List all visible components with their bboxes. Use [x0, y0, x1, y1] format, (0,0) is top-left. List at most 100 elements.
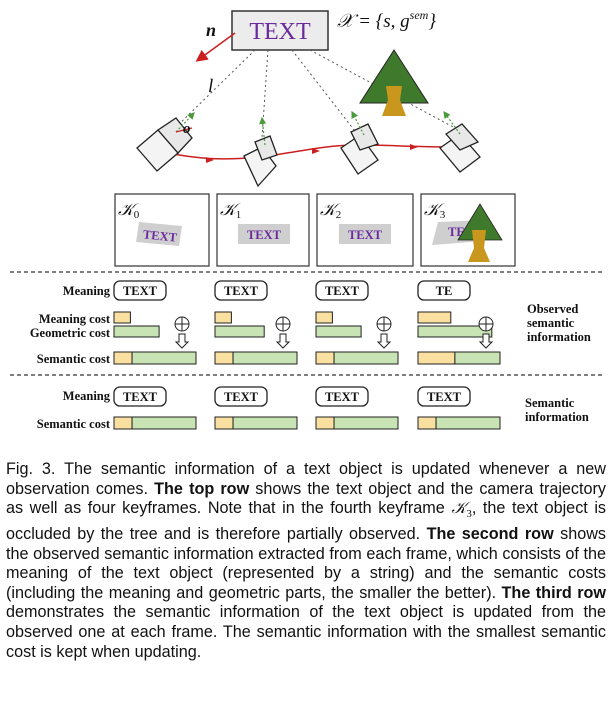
keyframe-label: 𝒦3	[424, 200, 446, 221]
caption-part-4: shows the observed semantic information …	[6, 525, 606, 602]
down-arrow-icon	[275, 333, 291, 349]
text-object-box	[231, 10, 329, 51]
semantic-cost-meaning-part	[315, 351, 335, 365]
text-object-label: TEXT	[249, 19, 311, 45]
keyframe-text: TEXT	[247, 228, 282, 242]
origin-label: o	[183, 121, 191, 137]
caption-bold-second-row: The second row	[426, 525, 554, 544]
caption-bold-third-row: The third row	[501, 583, 606, 602]
meaning-pill	[417, 386, 471, 407]
semantic-column-1: TEXT	[214, 386, 298, 430]
keyframe-0: 𝒦0 TEXT	[114, 193, 210, 267]
camera-icon-0	[136, 112, 195, 172]
semantic-cost-meaning-part	[417, 351, 456, 365]
obs-geometric-cost-label: Geometric cost	[30, 326, 111, 340]
meaning-cost-bar	[214, 311, 232, 324]
meaning-text: TEXT	[123, 284, 158, 298]
state-label: 𝒳 = {s, gsem}	[337, 8, 436, 32]
sight-lines	[174, 49, 456, 139]
observed-column-3: TE	[417, 280, 501, 365]
semantic-cost-geometric-part	[232, 416, 298, 430]
sem-side-label-0: Semantic	[525, 396, 575, 410]
meaning-pill	[113, 280, 167, 301]
keyframe-label: 𝒦1	[220, 200, 241, 221]
observed-columns: TEXT TEXT TEXT TE	[113, 280, 501, 365]
meaning-pill	[214, 386, 268, 407]
camera-icon-2	[340, 110, 379, 175]
semantic-cost-meaning-part	[315, 416, 335, 430]
caption-part-2: shows the text object and the camera tra…	[6, 479, 607, 518]
obs-side-label-0: Observed	[527, 302, 578, 316]
down-arrow-icon	[376, 333, 392, 349]
semantic-cost-geometric-part	[232, 351, 298, 365]
semantic-cost-meaning-part	[113, 416, 133, 430]
line-label: l	[208, 76, 213, 97]
obs-meaning-cost-label: Meaning cost	[39, 312, 111, 326]
obs-meaning-label: Meaning	[63, 284, 111, 298]
figure-caption: Fig. 3. The semantic information of a te…	[6, 460, 606, 662]
meaning-text: TE	[436, 284, 453, 298]
meaning-text: TEXT	[325, 284, 360, 298]
meaning-pill	[315, 386, 369, 407]
text-object: TEXT	[231, 10, 329, 51]
obs-side-label-2: information	[527, 330, 591, 344]
semantic-cost-meaning-part	[214, 351, 234, 365]
semantic-cost-meaning-part	[417, 416, 437, 430]
geometric-cost-bar	[417, 325, 493, 338]
caption-part-3: , the text object is occluded by the tre…	[6, 499, 607, 544]
caption-bold-top-row: The top row	[154, 479, 250, 498]
normal-arrow	[195, 32, 236, 62]
geometric-cost-bar	[214, 325, 265, 338]
observed-column-1: TEXT	[214, 280, 298, 365]
meaning-pill	[113, 386, 167, 407]
down-arrow-icon	[478, 333, 494, 349]
caption-keyframe-symbol: 𝒦3	[451, 499, 472, 521]
meaning-text: TEXT	[123, 390, 158, 404]
meaning-pill	[417, 280, 471, 301]
sem-semantic-cost-label: Semantic cost	[37, 417, 111, 431]
meaning-pill	[214, 280, 268, 301]
normal-label: n	[206, 20, 216, 40]
camera-icon-3	[439, 111, 481, 173]
observed-column-2: TEXT	[315, 280, 399, 365]
camera-icon-1	[243, 116, 278, 188]
figure-graphic: TEXT n 𝒳 = {s, gsem} l o	[10, 8, 605, 431]
obs-side-label-1: semantic	[527, 316, 575, 330]
keyframe-label: 𝒦2	[320, 200, 341, 221]
keyframe-1: 𝒦1 TEXT	[216, 193, 310, 267]
meaning-cost-bar	[417, 311, 452, 324]
sem-meaning-label: Meaning	[63, 389, 111, 403]
obs-semantic-cost-label: Semantic cost	[37, 352, 111, 366]
meaning-text: TEXT	[224, 284, 259, 298]
semantic-cost-meaning-part	[113, 351, 133, 365]
geometric-cost-bar	[113, 325, 160, 338]
meaning-cost-bar	[113, 311, 131, 324]
keyframe-text: TEXT	[142, 227, 178, 245]
sem-side-label-1: information	[525, 410, 589, 424]
semantic-cost-geometric-part	[131, 416, 197, 430]
meaning-cost-bar	[315, 311, 333, 324]
semantic-cost-meaning-part	[214, 416, 234, 430]
caption-part-5: demonstrates the semantic information of…	[6, 603, 606, 661]
semantic-cost-geometric-part	[131, 351, 197, 365]
semantic-cost-geometric-part	[454, 351, 501, 365]
semantic-columns: TEXT TEXT TEXT TEXT	[113, 386, 501, 430]
tree-icon	[359, 49, 429, 116]
observed-column-0: TEXT	[113, 280, 197, 365]
meaning-pill	[315, 280, 369, 301]
semantic-cost-geometric-part	[333, 351, 399, 365]
keyframe-3: 𝒦3 TE	[420, 193, 516, 267]
geometric-cost-bar	[315, 325, 362, 338]
keyframe-label: 𝒦0	[118, 200, 140, 221]
meaning-text: TEXT	[325, 390, 360, 404]
semantic-cost-geometric-part	[435, 416, 501, 430]
semantic-column-2: TEXT	[315, 386, 399, 430]
camera-trajectory	[152, 144, 471, 160]
semantic-column-3: TEXT	[417, 386, 501, 430]
meaning-text: TEXT	[224, 390, 259, 404]
meaning-text: TEXT	[427, 390, 462, 404]
keyframe-text: TEXT	[348, 228, 383, 242]
semantic-cost-geometric-part	[333, 416, 399, 430]
caption-part-1: Fig. 3. The semantic information of a te…	[6, 460, 606, 498]
